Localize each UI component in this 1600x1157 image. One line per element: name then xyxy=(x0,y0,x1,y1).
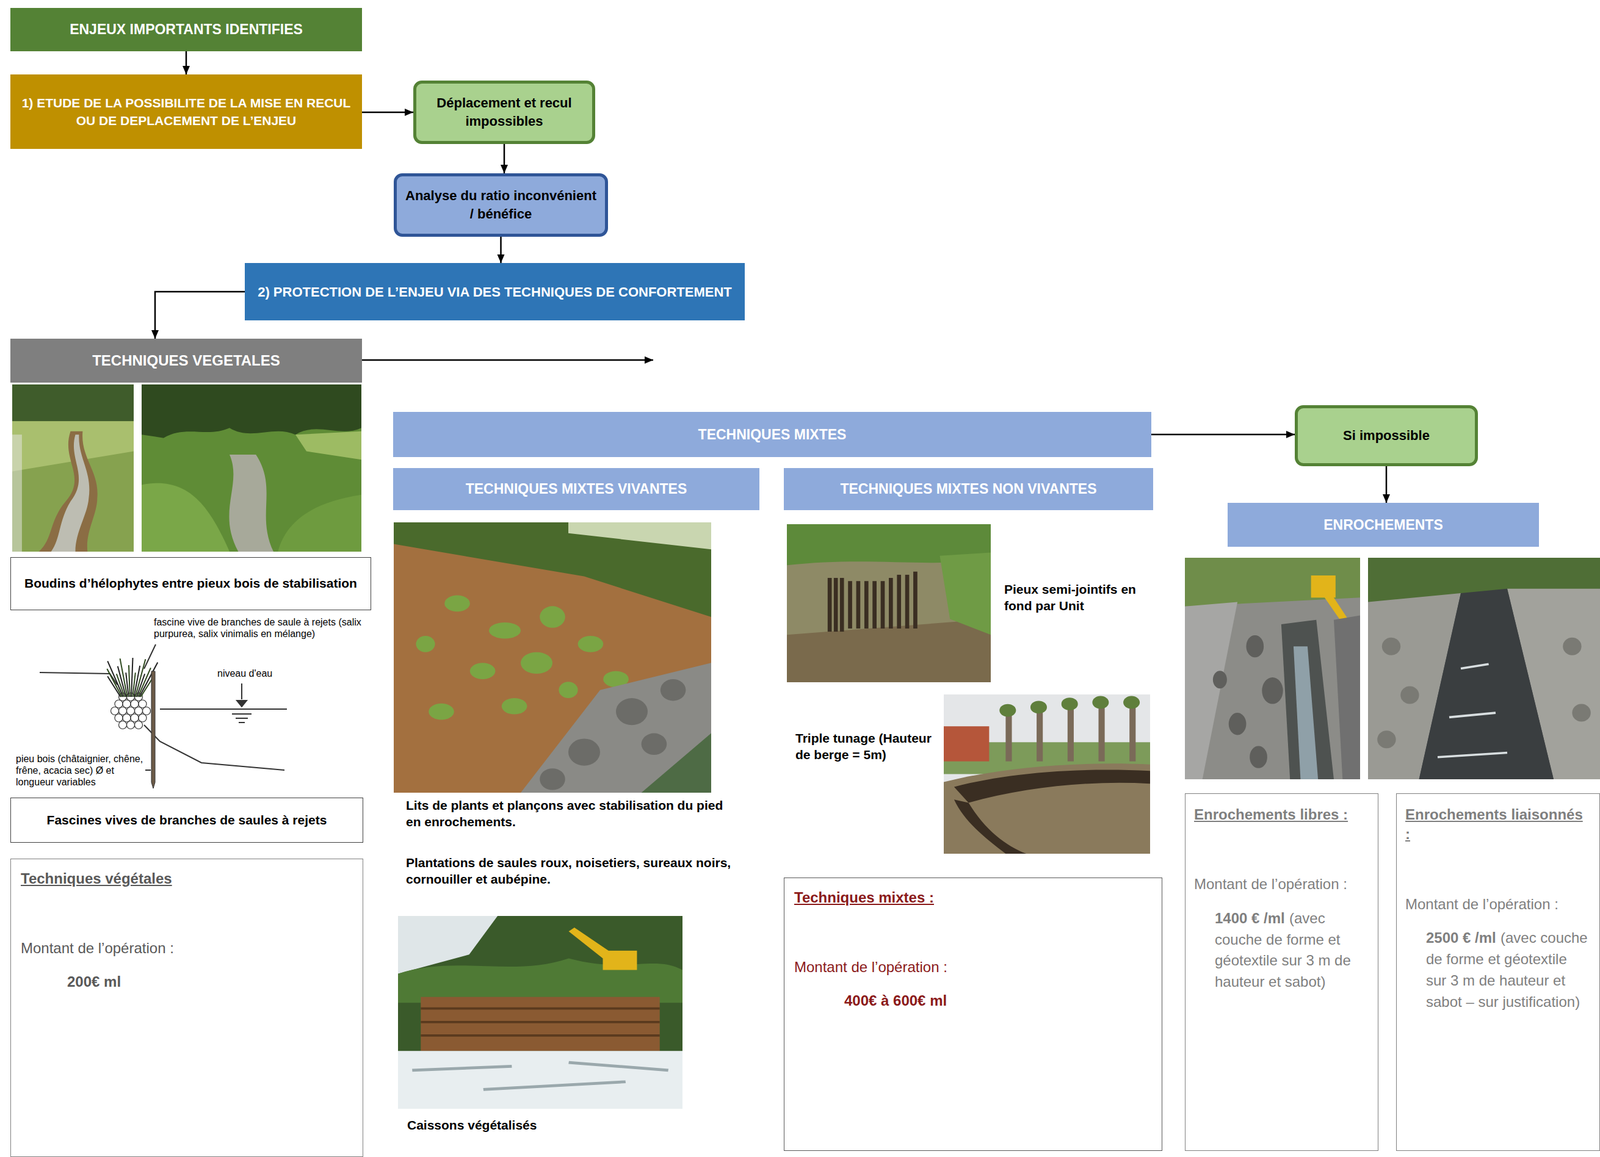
arrow-connector xyxy=(499,236,502,264)
free-arrow xyxy=(361,359,654,362)
willow-branch xyxy=(128,665,131,698)
photo xyxy=(943,694,1151,855)
category-band: TECHNIQUES VEGETALES xyxy=(10,338,362,383)
photo xyxy=(141,384,362,552)
fascine-bundle xyxy=(142,707,151,716)
photo-caption: Caissons végétalisés xyxy=(407,1117,688,1134)
node-text: Montant de l’opération : xyxy=(20,938,353,959)
node-text: 200€ ml xyxy=(67,972,353,992)
arrow-connector xyxy=(185,51,188,75)
cost-box: Techniques mixtes : Montant de l’opératio… xyxy=(783,877,1163,1152)
photo xyxy=(1184,557,1361,780)
node-text: Fascines vives de branches de saules à r… xyxy=(47,811,328,829)
photo xyxy=(786,524,991,683)
node-text: Techniques végétales xyxy=(20,869,353,889)
node-text: 1) ETUDE DE LA POSSIBILITE DE LA MISE EN… xyxy=(18,94,354,131)
willow-branch xyxy=(125,672,129,698)
node-text: TECHNIQUES VEGETALES xyxy=(92,352,281,370)
fascine-bundle xyxy=(119,707,127,716)
step-box: 2) PROTECTION DE L’ENJEU VIA DES TECHNIQ… xyxy=(244,263,745,321)
fascine-bundle xyxy=(138,700,147,709)
node-text: ENJEUX IMPORTANTS IDENTIFIES xyxy=(69,21,303,38)
node-text: Déplacement et recul impossibles xyxy=(424,94,584,131)
fascine-bundle xyxy=(114,700,123,709)
node-text: Enrochements libres : xyxy=(1194,805,1370,825)
fascine-bundle xyxy=(114,714,123,723)
node-text: Techniques mixtes : xyxy=(794,888,1152,908)
category-band: TECHNIQUES MIXTES xyxy=(393,412,1152,458)
photo-caption: Lits de plants et plançons avec stabilis… xyxy=(405,797,736,831)
arrow-connector xyxy=(503,144,506,174)
analysis-box: Analyse du ratio inconvénient / bénéfice xyxy=(393,173,609,237)
node-text: 2) PROTECTION DE L’ENJEU VIA DES TECHNIQ… xyxy=(257,282,732,303)
node-text: Boudins d’hélophytes entre pieux bois de… xyxy=(24,575,358,593)
category-band: ENROCHEMENTS xyxy=(1227,503,1539,547)
category-band: TECHNIQUES MIXTES VIVANTES xyxy=(393,468,760,511)
willow-branch xyxy=(137,667,151,698)
caption-box: Fascines vives de branches de saules à r… xyxy=(10,797,364,844)
drawing-label: fascine vive de branches de saule à reje… xyxy=(153,616,368,640)
node-text: Montant de l’opération : xyxy=(794,957,1152,978)
photo-caption: Triple tunage (Hauteur de berge = 5m) xyxy=(795,730,939,764)
node-text: TECHNIQUES MIXTES xyxy=(698,426,847,444)
bank-profile xyxy=(39,644,287,771)
node-text: Enrochements liaisonnés : xyxy=(1405,805,1591,845)
node-text: Montant de l’opération : xyxy=(1194,874,1370,895)
arrow-connector xyxy=(1385,466,1388,504)
fascine-bundle xyxy=(119,721,127,730)
photo xyxy=(1368,557,1600,780)
arrow-connector xyxy=(361,111,414,114)
fascine-bundle xyxy=(130,714,139,723)
node-text: Si impossible xyxy=(1342,426,1430,446)
photo xyxy=(393,522,712,793)
photo xyxy=(12,384,134,552)
cost-box: Techniques végétalesMontant de l’opérati… xyxy=(10,858,364,1157)
fascine-bundle xyxy=(126,721,135,730)
arrow-connector xyxy=(155,291,245,339)
drawing-label: niveau d'eau xyxy=(217,667,303,680)
wood-stake xyxy=(151,671,156,789)
condition-box: Déplacement et recul impossibles xyxy=(413,80,596,145)
arrow-connector xyxy=(1151,434,1295,436)
cost-box: Enrochements libres : Montant de l’opérat… xyxy=(1184,793,1379,1152)
node-text: 400€ à 600€ ml xyxy=(844,991,1152,1011)
node-text: ENROCHEMENTS xyxy=(1323,517,1444,534)
node-text: 1400 € /ml xyxy=(1214,908,1286,930)
fascine-bundle xyxy=(134,721,143,730)
node-text: TECHNIQUES MIXTES VIVANTES xyxy=(465,481,688,498)
category-band: TECHNIQUES MIXTES NON VIVANTES xyxy=(783,468,1154,511)
header-box: ENJEUX IMPORTANTS IDENTIFIES xyxy=(10,7,362,52)
fascine-bundle xyxy=(122,700,131,709)
willow-branch xyxy=(131,658,133,698)
photo xyxy=(398,916,683,1110)
photo-caption: Pieux semi-jointifs en fond par Unit xyxy=(1004,581,1151,615)
fascine-bundle xyxy=(111,707,120,716)
node-text: Analyse du ratio inconvénient / bénéfice xyxy=(405,186,597,223)
fascine-bundle xyxy=(130,700,139,709)
node-text: TECHNIQUES MIXTES NON VIVANTES xyxy=(839,481,1097,498)
node-text: 2500 € /ml xyxy=(1426,927,1497,950)
photo-caption: Plantations de saules roux, noisetiers, … xyxy=(405,854,736,889)
cost-box: Enrochements liaisonnés : Montant de l’op… xyxy=(1396,793,1600,1152)
fascine-bundle xyxy=(106,658,158,729)
node-text: Montant de l’opération : xyxy=(1405,894,1591,915)
condition-box: Si impossible xyxy=(1294,405,1478,467)
fascine-bundle xyxy=(134,707,143,716)
fascine-bundle xyxy=(138,714,147,723)
drawing-label: pieu bois (châtaignier, chêne, frêne, ac… xyxy=(15,753,145,789)
step-box: 1) ETUDE DE LA POSSIBILITE DE LA MISE EN… xyxy=(10,74,362,149)
caption-box: Boudins d’hélophytes entre pieux bois de… xyxy=(10,557,372,611)
fascine-bundle xyxy=(126,707,135,716)
fascine-bundle xyxy=(122,714,131,723)
